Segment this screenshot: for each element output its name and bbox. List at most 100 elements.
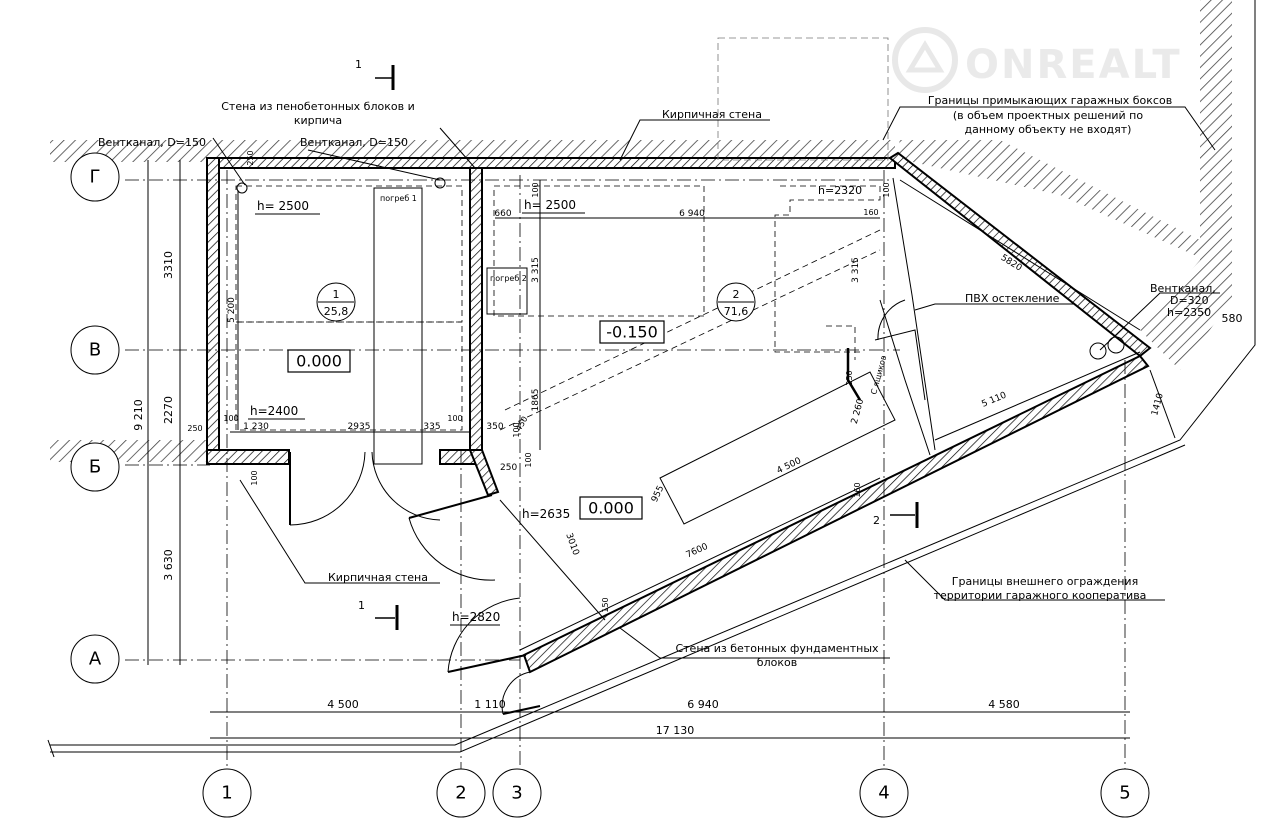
stairs-label: С ящиков — [869, 354, 888, 395]
section-marks: 1 1 2 — [355, 58, 919, 630]
dashed-outlines — [235, 37, 889, 431]
level-marks: 0.000 -0.150 0.000 — [287, 320, 665, 520]
level-room1: 0.000 — [296, 352, 342, 371]
watermark-text: ONREALT — [965, 42, 1182, 88]
section-bottom-label: 1 — [358, 599, 365, 612]
vent-right-label-2: D=320 — [1170, 294, 1209, 307]
section-right-label: 2 — [873, 514, 880, 527]
dim-160-ramp: 160 — [853, 482, 862, 497]
dim-3315-left: 3 315 — [531, 257, 541, 283]
dim-7600: 7600 — [685, 542, 710, 561]
room-1-area: 25,8 — [324, 305, 349, 318]
bottom-dimensions: 4 500 1 110 6 940 4 580 17 130 — [327, 698, 1020, 737]
dimension-lines — [147, 160, 1176, 739]
vent-mid-label: Вентканал, D=150 — [300, 136, 408, 149]
brick-wall-top-label: Кирпичная стена — [662, 108, 762, 121]
vent-left-label: Вентканал, D=150 — [98, 136, 206, 149]
dim-1410: 1410 — [1150, 392, 1166, 417]
axis-v: В — [89, 340, 101, 361]
dim-100-a: 100 — [223, 414, 238, 423]
vent-mid-icon — [434, 177, 446, 189]
axis-g: Г — [90, 167, 101, 188]
dim-2260: 2 260 — [850, 397, 866, 425]
cellar-1 — [373, 187, 423, 465]
room2-dimensions: 660 6 940 3 315 3 315 1865 350 100 — [486, 182, 861, 432]
dim-100-corner: 100 — [882, 182, 891, 197]
brick-wall-bottom-label: Кирпичная стена — [328, 571, 428, 584]
cellars: погреб 1 погреб 2 — [373, 187, 528, 465]
dim-5110: 5 110 — [980, 390, 1008, 409]
vent-channels — [236, 177, 1125, 360]
height-room1: h= 2500 — [257, 199, 309, 213]
doors — [289, 451, 541, 715]
dim-250-left: 250 — [187, 424, 202, 433]
dim-250-top: 250 — [246, 150, 255, 165]
dim-350: 350 — [486, 422, 503, 432]
height-lower-left: h=2400 — [250, 404, 298, 418]
axis-1: 1 — [221, 783, 232, 804]
dim-250-ramp: 250 — [845, 370, 854, 385]
height-corner: h=2320 — [818, 184, 862, 197]
dim-total: 17 130 — [656, 724, 695, 737]
dim-1230: 1 230 — [243, 422, 269, 432]
dim-335: 335 — [423, 422, 440, 432]
room-2-area: 71,6 — [724, 305, 749, 318]
dim-2270: 2270 — [162, 396, 175, 424]
axis-4: 4 — [878, 783, 889, 804]
foam-wall-label-1: Стена из пенобетонных блоков и — [221, 100, 414, 113]
height-room2: h= 2500 — [524, 198, 576, 212]
dim-955: 955 — [650, 484, 666, 504]
cellar-2 — [486, 267, 528, 315]
dim-3010: 3010 — [563, 532, 580, 557]
annotation-labels: Стена из пенобетонных блоков и кирпича К… — [98, 94, 1216, 669]
dim-3630: 3 630 — [162, 549, 175, 581]
cellar-1-label: погреб 1 — [380, 194, 417, 203]
dim-450: 450 — [514, 415, 529, 433]
room-2-number: 2 — [733, 288, 740, 301]
boundaries-label-1: Границы примыкающих гаражных боксов — [928, 94, 1172, 107]
diagonal-dimensions: 5820 5 110 1410 580 4 500 2 260 955 7600… — [500, 182, 1243, 612]
dim-4500: 4 500 — [327, 698, 359, 711]
pvc-label: ПВХ остекление — [965, 292, 1060, 305]
axis-5: 5 — [1119, 783, 1130, 804]
cellar-2-label: погреб 2 — [490, 274, 527, 283]
dim-6940-room: 6 940 — [679, 209, 705, 219]
dim-250-entrance: 250 — [500, 463, 517, 473]
watermark: ONREALT — [892, 27, 1182, 93]
height-vent-right: h=2350 — [1167, 306, 1211, 319]
height-labels: h= 2500 h= 2500 h=2320 h=2400 h=2635 h=2… — [248, 184, 1211, 626]
room1-dimensions: 1 230 2935 335 5 200 250 100 100 250 100 — [187, 150, 462, 485]
axis-bubbles-numbers: 1 2 3 4 5 — [202, 768, 1150, 818]
dim-2935: 2935 — [348, 422, 371, 432]
dim-5200: 5 200 — [227, 297, 237, 323]
dim-6940: 6 940 — [687, 698, 719, 711]
dim-4500-ramp: 4 500 — [775, 456, 803, 476]
ramp — [659, 177, 936, 525]
dim-580: 580 — [1222, 312, 1243, 325]
dim-4580: 4 580 — [988, 698, 1020, 711]
vent-right-icon-2 — [1107, 336, 1125, 354]
axis-bubbles-letters: Г В Б А — [70, 152, 120, 684]
vent-right-icon — [1089, 342, 1107, 360]
outer-fence-label-1: Границы внешнего ограждения — [952, 575, 1138, 588]
boundaries-label-2: (в объем проектных решений по — [953, 109, 1143, 122]
vent-right-label-1: Вентканал, — [1150, 282, 1216, 295]
room-markers: 1 25,8 2 71,6 — [316, 282, 756, 322]
dim-1865: 1865 — [531, 389, 541, 412]
axis-b: Б — [89, 457, 101, 478]
height-entrance: h=2635 — [522, 507, 570, 521]
axis-a: А — [89, 649, 102, 670]
level-entrance: 0.000 — [588, 499, 634, 518]
outer-fence — [47, 0, 1256, 758]
dim-9210: 9 210 — [132, 399, 145, 431]
dim-3315-right: 3 315 — [851, 257, 861, 283]
axis-2: 2 — [455, 783, 466, 804]
section-top-label: 1 — [355, 58, 362, 71]
level-room2: -0.150 — [606, 323, 658, 342]
outer-fence-label-2: территории гаражного кооператива — [934, 589, 1147, 602]
grid-lines — [125, 170, 1126, 770]
foam-wall-label-2: кирпича — [294, 114, 342, 127]
vent-left-icon — [236, 182, 248, 194]
dim-3310: 3310 — [162, 251, 175, 279]
